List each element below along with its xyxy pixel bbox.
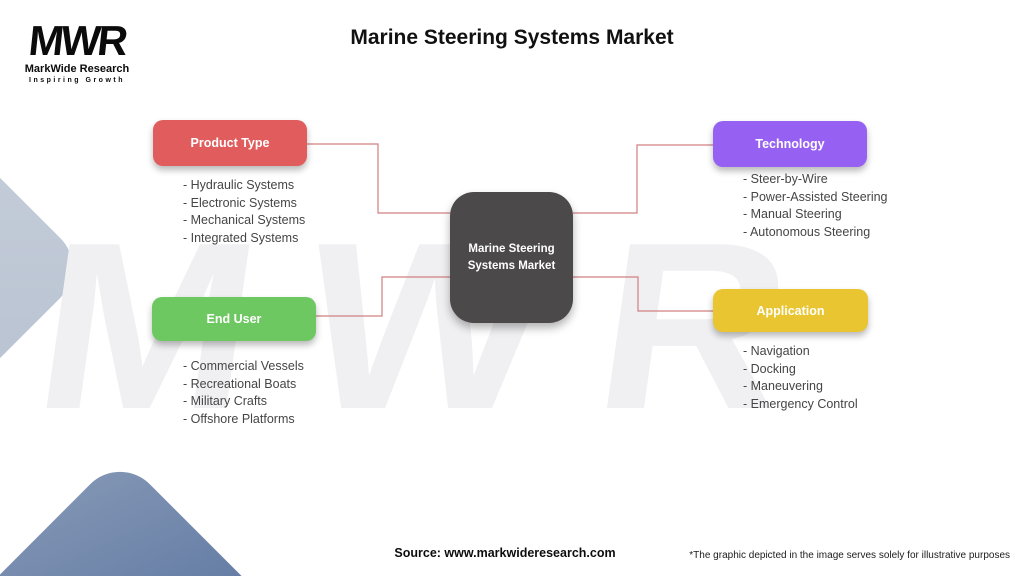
list-item: - Navigation (743, 344, 810, 358)
markwide-logo: MWR MarkWide Research Inspiring Growth (18, 17, 136, 84)
list-item: - Hydraulic Systems (183, 178, 295, 192)
list-item: - Emergency Control (743, 396, 858, 411)
center-node-label-line1: Marine Steering (468, 242, 555, 255)
branch-label-product-type: Product Type (190, 136, 270, 150)
branch-label-technology: Technology (755, 137, 825, 151)
branch-label-application: Application (756, 303, 825, 318)
source-text: Source: www.markwideresearch.com (394, 546, 616, 560)
branch-box-application: Application (713, 289, 868, 332)
branch-box-product-type: Product Type (153, 120, 307, 166)
branch-list-product-type: - Hydraulic Systems - Electronic Systems… (183, 177, 305, 247)
list-item: - Commercial Vessels (183, 359, 304, 373)
list-item: - Steer-by-Wire (743, 172, 828, 186)
list-item: - Electronic Systems (183, 195, 297, 210)
list-item: - Military Crafts (183, 394, 268, 408)
disclaimer-text: *The graphic depicted in the image serve… (689, 550, 1010, 561)
list-item: - Recreational Boats (183, 376, 297, 391)
branch-list-application: - Navigation - Docking - Maneuvering - E… (743, 343, 858, 413)
list-item: - Offshore Platforms (183, 411, 295, 426)
page-title: Marine Steering Systems Market (350, 26, 674, 49)
center-node: Marine Steering Systems Market (450, 192, 573, 323)
branch-label-end-user: End User (206, 312, 262, 326)
list-item: - Maneuvering (743, 379, 823, 393)
center-node-label-line2: Systems Market (467, 259, 556, 272)
branch-list-end-user: - Commercial Vessels - Recreational Boat… (183, 358, 304, 428)
list-item: - Autonomous Steering (743, 224, 871, 239)
branch-box-end-user: End User (152, 297, 316, 341)
list-item: - Integrated Systems (183, 230, 299, 245)
branch-list-technology: - Steer-by-Wire - Power-Assisted Steerin… (743, 171, 888, 241)
branch-box-technology: Technology (713, 121, 867, 167)
list-item: - Manual Steering (743, 207, 842, 221)
list-item: - Power-Assisted Steering (743, 189, 888, 204)
logo-tagline: Inspiring Growth (29, 77, 125, 84)
logo-name: MarkWide Research (24, 63, 130, 75)
list-item: - Mechanical Systems (183, 213, 306, 227)
list-item: - Docking (743, 361, 796, 376)
